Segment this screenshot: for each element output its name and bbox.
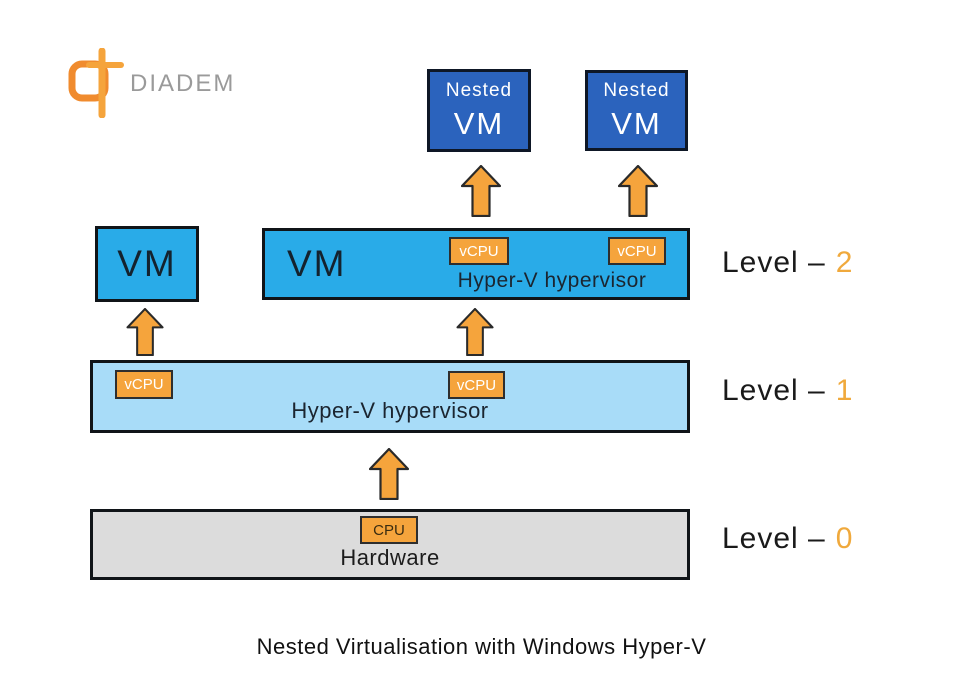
up-arrow-icon <box>126 308 164 356</box>
hypervisor-label: Hyper-V hypervisor <box>291 398 489 423</box>
vcpu-badge: vCPU <box>448 371 505 399</box>
up-arrow-icon <box>456 308 494 356</box>
level-label-prefix: Level – <box>722 374 826 407</box>
nested-vm-label: VM <box>453 105 505 141</box>
level2-vm-box: VM <box>95 226 199 302</box>
nested-vm-label: Nested <box>445 79 513 101</box>
diagram-caption: Nested Virtualisation with Windows Hyper… <box>256 634 707 659</box>
level-label-number: 1 <box>835 374 854 407</box>
diadem-logo: DIADEM <box>66 47 236 119</box>
level1-hypervisor-box: vCPU vCPU Hyper-V hypervisor <box>90 360 690 433</box>
level-label-prefix: Level – <box>722 522 826 555</box>
up-arrow-icon <box>461 165 501 217</box>
level-2-label: Level – 2 <box>722 246 853 280</box>
level0-hardware-box: CPU Hardware <box>90 509 690 580</box>
nested-vm-box-1: Nested VM <box>427 69 531 152</box>
level-label-number: 2 <box>835 246 854 279</box>
nested-vm-box-2: Nested VM <box>585 70 688 151</box>
level-1-label: Level – 1 <box>722 374 853 408</box>
nested-vm-label: VM <box>611 105 662 141</box>
diadem-logo-icon <box>66 47 124 119</box>
hardware-label: Hardware <box>340 545 440 570</box>
vm-label: VM <box>117 243 177 284</box>
vcpu-badge: vCPU <box>608 237 666 265</box>
level-label-number: 0 <box>835 522 854 555</box>
cpu-badge: CPU <box>360 516 418 544</box>
up-arrow-icon <box>618 165 658 217</box>
nested-vm-label: Nested <box>603 79 670 101</box>
up-arrow-icon <box>369 448 409 500</box>
level2-hypervisor-box: VM vCPU vCPU Hyper-V hypervisor <box>262 228 690 300</box>
level-0-label: Level – 0 <box>722 522 853 556</box>
logo-brand-text: DIADEM <box>130 70 236 97</box>
vm-label: VM <box>287 243 347 284</box>
hypervisor-label: Hyper-V hypervisor <box>457 269 647 292</box>
level-label-prefix: Level – <box>722 246 826 279</box>
vcpu-badge: vCPU <box>115 370 173 399</box>
vcpu-badge: vCPU <box>449 237 509 265</box>
